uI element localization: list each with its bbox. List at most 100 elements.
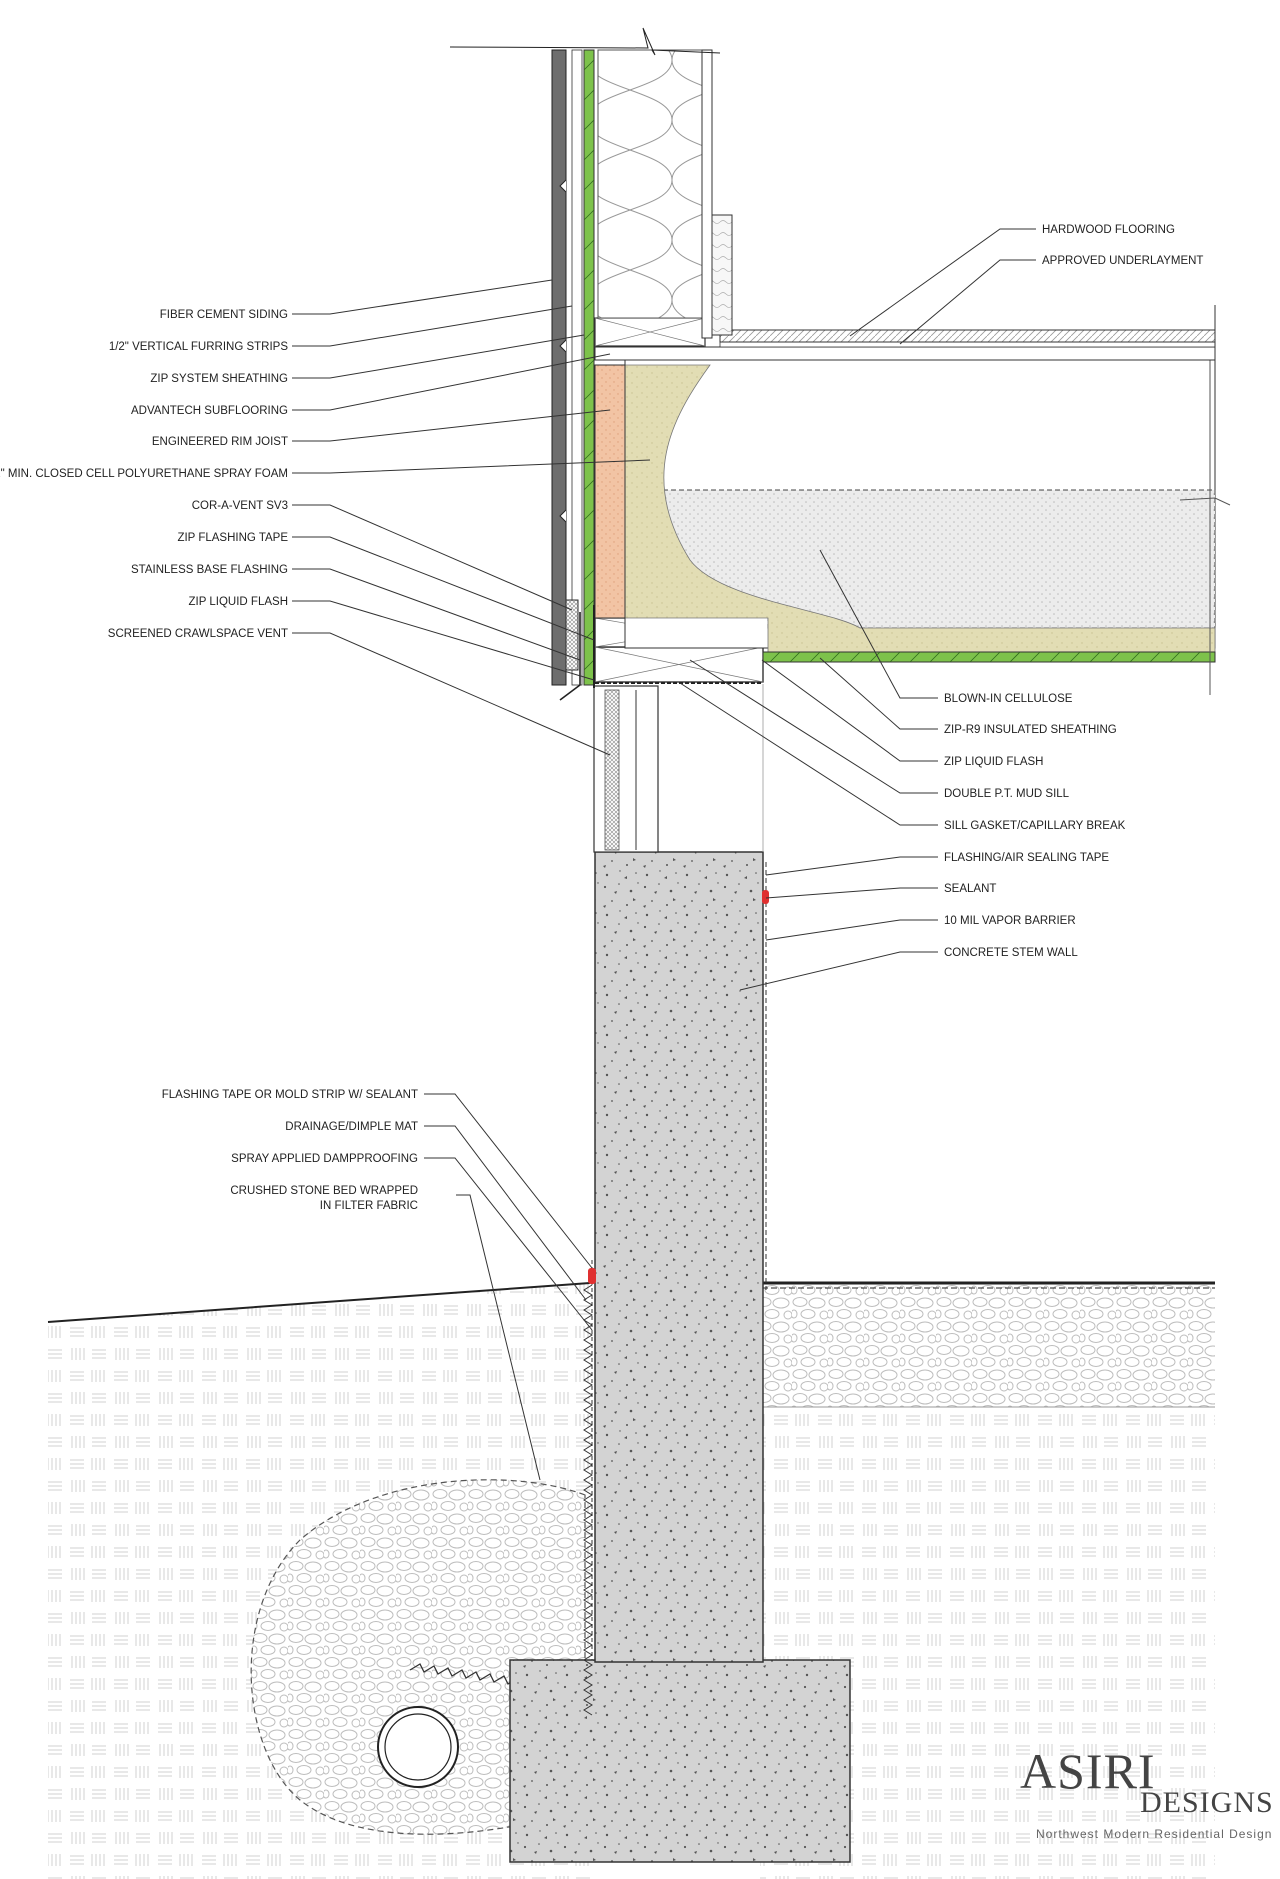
leader-stone-bed — [456, 1194, 541, 1481]
leader-zip-flashing-tape — [292, 536, 595, 641]
leader-zip-liquid-flash-left — [292, 600, 595, 681]
label-zip-flashing-tape: ZIP FLASHING TAPE — [177, 532, 288, 544]
sealant-exterior — [588, 1268, 596, 1284]
labels-top-right: HARDWOOD FLOORING APPROVED UNDERLAYMENT — [1042, 224, 1203, 267]
vertical-furring-strip — [571, 49, 583, 686]
batt-insulation-cavity — [597, 49, 703, 319]
dimple-mat — [583, 1284, 593, 1716]
leader-zip-r9 — [819, 657, 938, 730]
wall-assembly — [449, 27, 733, 701]
concrete-footing — [509, 1659, 851, 1863]
leader-dampproofing — [424, 1157, 593, 1331]
mud-sill-lower-x — [594, 646, 764, 683]
label-zip-liquid-flash-left: ZIP LIQUID FLASH — [189, 596, 288, 608]
sealant-interior — [762, 890, 769, 904]
advantech-subflooring — [594, 346, 1216, 361]
leader-hardwood-flooring — [849, 228, 1036, 337]
label-flashing-mold-strip: FLASHING TAPE OR MOLD STRIP W/ SEALANT — [162, 1089, 418, 1101]
labels-right: BLOWN-IN CELLULOSE ZIP-R9 INSULATED SHEA… — [944, 693, 1126, 959]
hardwood-flooring — [719, 329, 1216, 343]
label-furring-strips: 1/2" VERTICAL FURRING STRIPS — [109, 341, 289, 353]
bottom-plate-x — [594, 317, 706, 347]
floor-system — [594, 305, 1231, 695]
label-spray-foam: 2" MIN. CLOSED CELL POLYURETHANE SPRAY F… — [0, 468, 288, 480]
crawlspace-vent-frame — [593, 685, 659, 853]
siding-lap-joint-1 — [559, 179, 567, 193]
zip-r9-sheathing-hatch — [769, 651, 1201, 663]
leader-mud-sill — [689, 659, 938, 794]
brand-logo: ASIRI DESIGNS Northwest Modern Residenti… — [1020, 1743, 1274, 1841]
leader-sill-gasket — [679, 682, 938, 826]
drain-pipe-inner — [384, 1713, 452, 1781]
leader-lines — [292, 228, 1036, 1481]
leader-crawlspace-vent — [292, 632, 611, 756]
leader-stem-wall — [739, 951, 938, 991]
label-fiber-cement-siding: FIBER CEMENT SIDING — [160, 309, 288, 321]
label-advantech: ADVANTECH SUBFLOORING — [131, 405, 288, 417]
leader-furring-strips — [292, 305, 573, 347]
brand-tagline: Northwest Modern Residential Design — [1036, 1827, 1272, 1841]
label-sealant: SEALANT — [944, 883, 996, 895]
label-base-flashing: STAINLESS BASE FLASHING — [131, 564, 288, 576]
leader-dimple-mat — [424, 1125, 587, 1301]
foundation — [509, 851, 851, 1863]
label-mud-sill: DOUBLE P.T. MUD SILL — [944, 788, 1070, 800]
label-dimple-mat: DRAINAGE/DIMPLE MAT — [285, 1121, 418, 1133]
cor-a-vent — [565, 599, 579, 671]
crawlspace-vent-screen — [604, 689, 620, 851]
leader-rim-joist — [292, 409, 611, 442]
leader-base-flashing — [292, 568, 581, 661]
stainless-base-flashing — [559, 612, 581, 701]
leader-flashing-mold-strip — [424, 1093, 593, 1269]
zip-sheathing-hatch — [583, 59, 595, 671]
interior-trim — [711, 214, 733, 336]
brand-name: ASIRI — [1020, 1743, 1156, 1799]
label-sill-gasket: SILL GASKET/CAPILLARY BREAK — [944, 820, 1126, 832]
break-line-joist — [1179, 497, 1231, 506]
fiber-cement-siding — [551, 49, 567, 686]
label-underlayment: APPROVED UNDERLAYMENT — [1042, 255, 1203, 267]
label-rim-joist: ENGINEERED RIM JOIST — [152, 436, 288, 448]
interior-drywall — [701, 49, 713, 339]
leader-vapor-barrier — [765, 919, 938, 941]
siding-lap-joint-2 — [559, 339, 567, 353]
leader-advantech — [292, 353, 611, 411]
engineered-rim-joist — [594, 364, 626, 619]
leader-zip-sheathing — [292, 334, 585, 379]
closed-cell-spray-foam — [624, 364, 1216, 656]
label-zip-liquid-flash-right: ZIP LIQUID FLASH — [944, 756, 1043, 768]
break-line-top — [449, 27, 721, 56]
label-zip-sheathing: ZIP SYSTEM SHEATHING — [150, 373, 288, 385]
label-zip-r9: ZIP-R9 INSULATED SHEATHING — [944, 724, 1117, 736]
labels-left: FIBER CEMENT SIDING 1/2" VERTICAL FURRIN… — [0, 309, 288, 640]
label-dampproofing: SPRAY APPLIED DAMPPROOFING — [231, 1153, 418, 1165]
labels-lower-left: FLASHING TAPE OR MOLD STRIP W/ SEALANT D… — [162, 1089, 418, 1212]
label-stem-wall: CONCRETE STEM WALL — [944, 947, 1078, 959]
leader-underlayment — [899, 259, 1036, 345]
label-cor-a-vent: COR-A-VENT SV3 — [192, 500, 288, 512]
label-vapor-barrier: 10 MIL VAPOR BARRIER — [944, 915, 1076, 927]
label-crawlspace-vent: SCREENED CRAWLSPACE VENT — [108, 628, 288, 640]
label-stone-bed-line2: IN FILTER FABRIC — [320, 1200, 418, 1212]
label-air-sealing-tape: FLASHING/AIR SEALING TAPE — [944, 852, 1109, 864]
leader-sealant — [765, 887, 938, 899]
label-stone-bed-line1: CRUSHED STONE BED WRAPPED — [230, 1185, 418, 1197]
leader-cor-a-vent — [292, 504, 573, 611]
concrete-stem-wall — [594, 851, 764, 1663]
zip-r9-sheathing-floor — [762, 651, 1216, 663]
stone-bed-fabric — [250, 1479, 586, 1835]
leader-cellulose — [819, 549, 938, 699]
grade-line — [47, 1282, 591, 1323]
leader-fiber-cement-siding — [292, 279, 553, 315]
leader-air-sealing-tape — [765, 856, 938, 876]
leader-spray-foam — [292, 459, 651, 474]
label-cellulose: BLOWN-IN CELLULOSE — [944, 693, 1073, 705]
label-hardwood-flooring: HARDWOOD FLOORING — [1042, 224, 1175, 236]
zip-sheathing-wall — [583, 49, 595, 686]
leader-zip-liquid-flash-right — [761, 659, 938, 762]
drain-bed — [250, 1479, 586, 1835]
crushed-stone-under-slab — [762, 1283, 1215, 1407]
brand-sub: DESIGNS — [1140, 1786, 1274, 1819]
siding-lap-joint-3 — [559, 509, 567, 523]
